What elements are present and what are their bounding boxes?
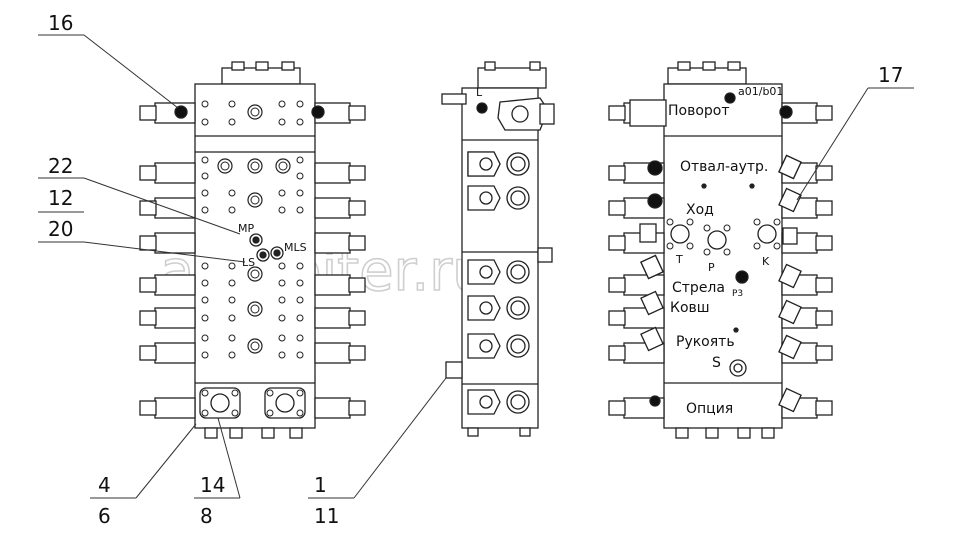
l-label: L (476, 86, 483, 99)
strela-label: Стрела (672, 280, 725, 296)
version-label: a01/b01 (738, 85, 783, 98)
opciya-label: Опция (686, 401, 733, 417)
s-label: S (712, 355, 721, 371)
povorot-label: Поворот (668, 103, 730, 119)
callout-12: 12 (48, 186, 73, 210)
ls-label: LS (242, 256, 255, 269)
leader-lines (38, 34, 914, 499)
callout-8: 8 (200, 504, 213, 528)
callout-6: 6 (98, 504, 111, 528)
mls-label: MLS (284, 241, 307, 254)
callout-11: 11 (314, 504, 339, 528)
kovsh-label: Ковш (670, 300, 710, 316)
callout-14: 14 (200, 473, 225, 497)
middle-view (441, 61, 555, 437)
callout-1: 1 (314, 473, 327, 497)
mp-label: MP (238, 222, 254, 235)
callout-16: 16 (48, 11, 73, 35)
callout-20: 20 (48, 217, 73, 241)
p-label: P (708, 261, 715, 274)
callout-22: 22 (48, 154, 73, 178)
t-label: T (675, 253, 683, 266)
left-view (139, 61, 366, 439)
callout-4: 4 (98, 473, 111, 497)
callout-17: 17 (878, 63, 903, 87)
p3-label: P3 (732, 289, 743, 299)
right-view (608, 61, 833, 439)
hod-label: Ход (686, 202, 714, 218)
otval-label: Отвал-аутр. (680, 159, 768, 175)
k-label: K (762, 255, 770, 268)
rukoyat-label: Рукоять (676, 334, 735, 350)
